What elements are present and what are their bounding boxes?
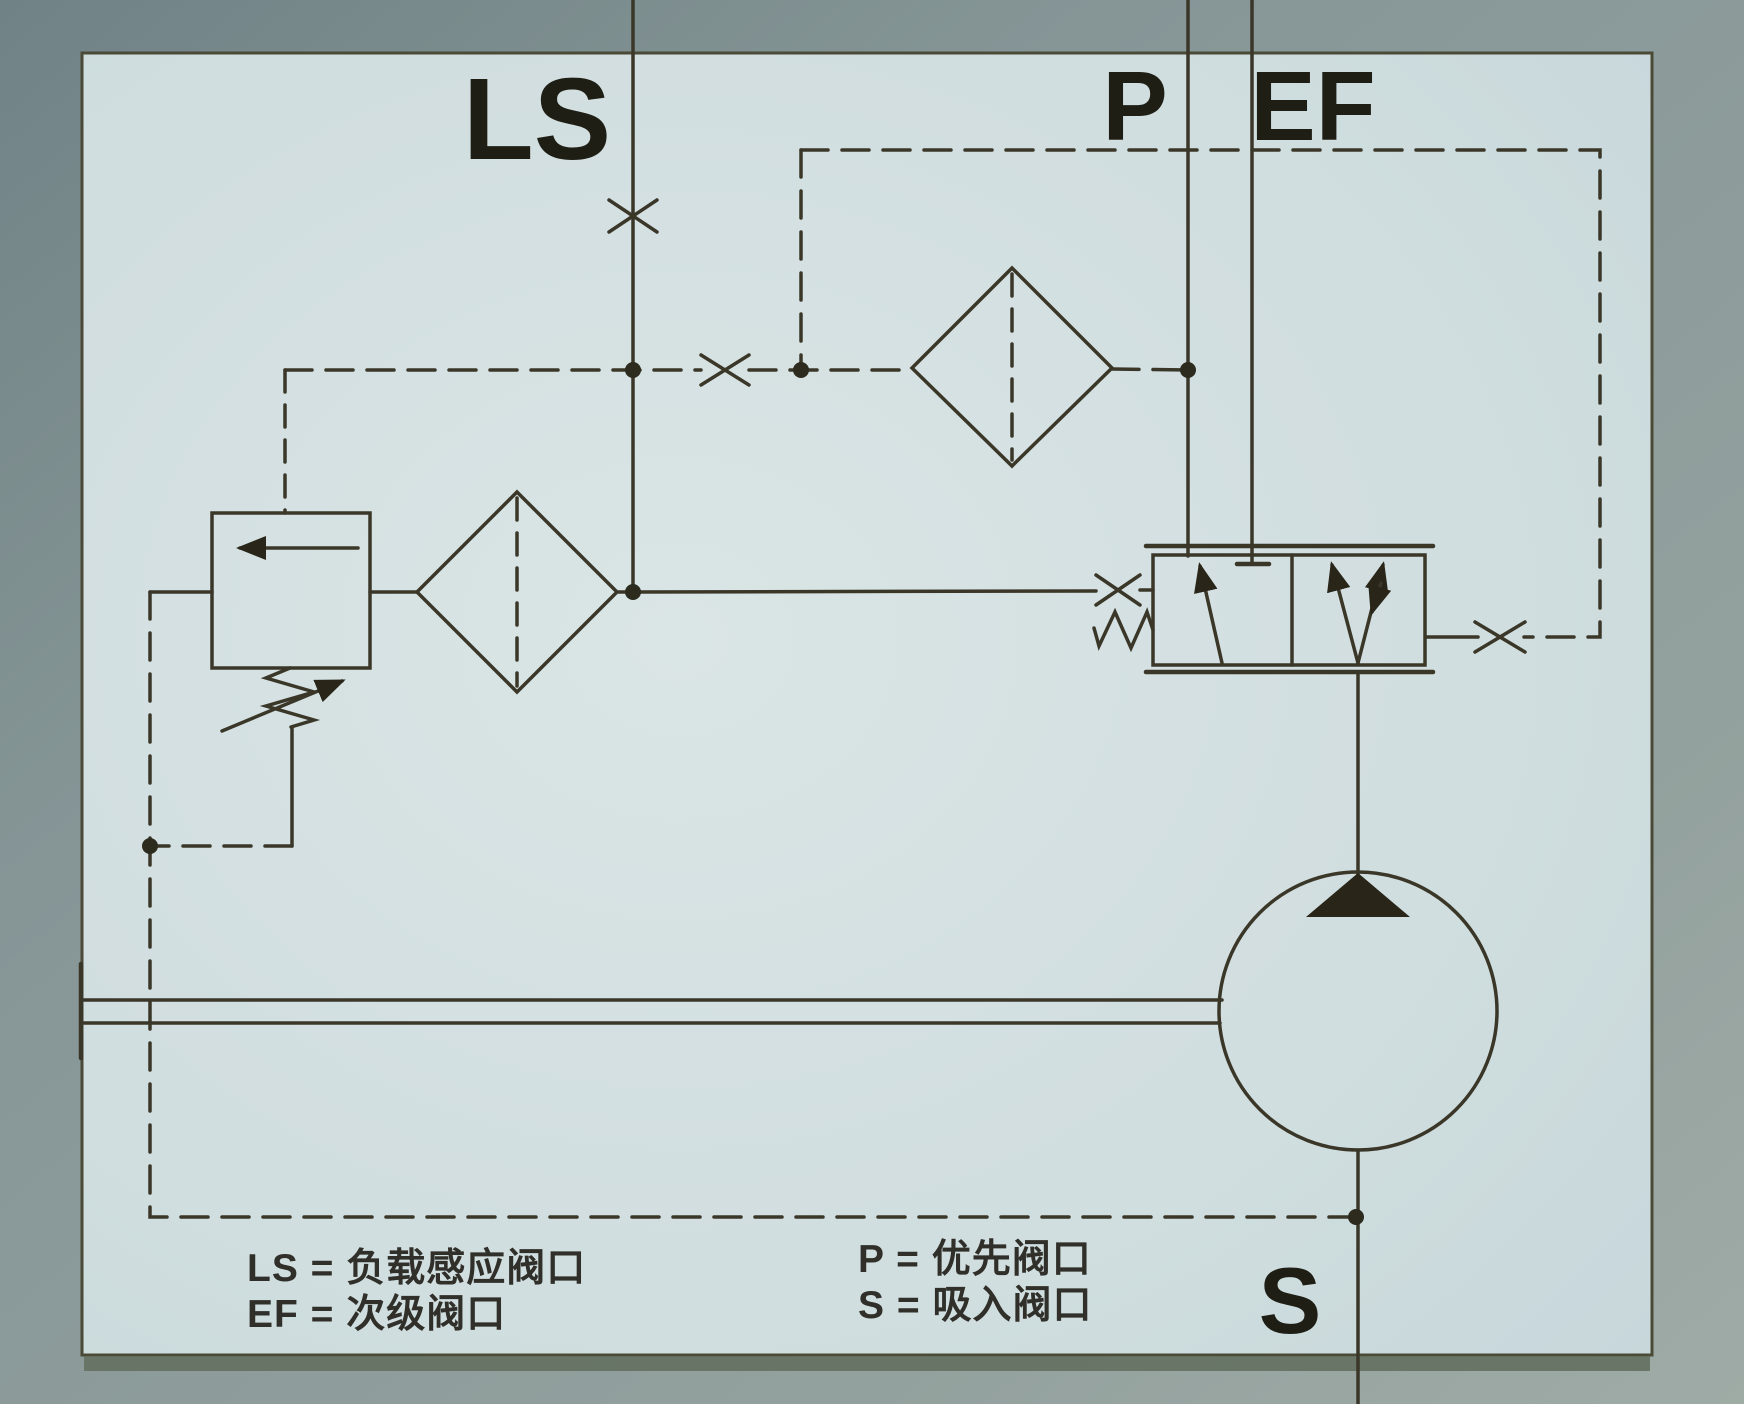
photographed-hydraulic-schematic: LS P EF S LS = 负载感应阀口 EF = 次级阀口 P = 优先阀口… — [0, 0, 1744, 1404]
hydraulic-circuit-diagram: LS P EF S LS = 负载感应阀口 EF = 次级阀口 P = 优先阀口… — [0, 0, 1744, 1404]
photo-vignette — [0, 0, 1744, 1404]
